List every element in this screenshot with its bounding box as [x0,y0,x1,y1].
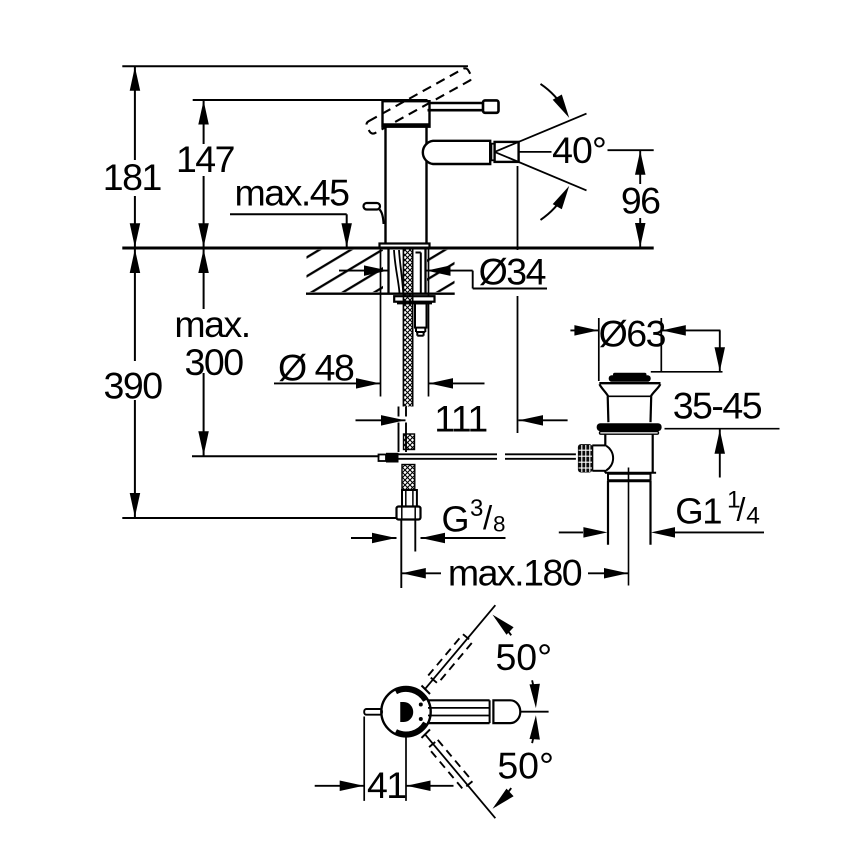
svg-text:/: / [737,492,746,528]
svg-text:max.180: max.180 [448,552,582,594]
svg-text:/: / [483,499,493,536]
svg-text:max.: max. [174,303,249,345]
svg-text:147: 147 [176,138,234,180]
svg-text:35-45: 35-45 [673,384,762,426]
svg-text:181: 181 [103,156,162,198]
svg-text:111: 111 [434,398,487,440]
svg-text:50°: 50° [497,745,554,787]
svg-text:300: 300 [185,341,244,383]
svg-text:40°: 40° [552,129,606,171]
svg-text:Ø34: Ø34 [479,251,546,293]
svg-text:Ø 48: Ø 48 [278,347,354,389]
svg-text:G1: G1 [675,490,721,531]
svg-text:41: 41 [367,764,406,806]
svg-text:max.45: max.45 [235,172,350,214]
svg-text:4: 4 [746,502,759,529]
svg-text:3: 3 [470,495,483,522]
svg-text:8: 8 [493,512,505,537]
svg-text:G: G [442,499,469,540]
svg-text:Ø63: Ø63 [599,313,666,355]
svg-text:390: 390 [104,365,163,407]
svg-text:96: 96 [621,180,660,222]
svg-text:50°: 50° [495,636,552,678]
svg-text:1: 1 [727,486,740,513]
